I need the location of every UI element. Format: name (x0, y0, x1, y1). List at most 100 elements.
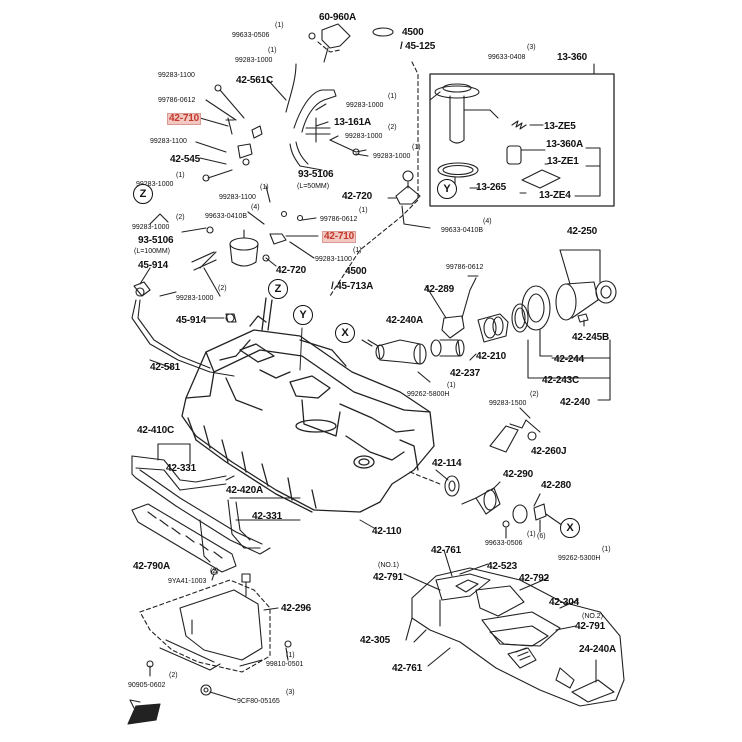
part-callout: 13-ZE5 (544, 121, 576, 132)
fastener-callout: (NO.1) (378, 562, 399, 569)
reference-marker-x: X (335, 323, 355, 343)
part-callout: 4500 (345, 266, 367, 277)
reference-marker-x: X (560, 518, 580, 538)
part-callout: 13-265 (476, 182, 506, 193)
fastener-callout: 99810-0501 (266, 661, 304, 668)
filler-pipe-assembly (361, 249, 617, 401)
part-callout: 42-280 (541, 480, 571, 491)
fastener-callout: (1) (602, 546, 611, 553)
part-callout: 42-237 (450, 368, 480, 379)
part-callout: 42-305 (360, 635, 390, 646)
fastener-callout: 99633-0506 (232, 32, 270, 39)
highlighted-part-callout: 42-710 (167, 113, 201, 125)
part-callout: 42-331 (166, 463, 196, 474)
fastener-callout: 99283-1000 (136, 181, 174, 188)
fastener-callout: 90905-0602 (128, 682, 166, 689)
fastener-callout: 99633-0408 (488, 54, 526, 61)
fastener-callout: (3) (527, 44, 536, 51)
check-valve-cluster (229, 185, 319, 267)
fastener-callout: 99283-1000 (373, 153, 411, 160)
part-callout: 45-914 (176, 315, 206, 326)
part-callout: 42-791 (373, 572, 403, 583)
fastener-callout: 99283-1000 (346, 102, 384, 109)
fastener-callout: (4) (251, 204, 260, 211)
fastener-callout: 99283-1100 (315, 256, 352, 263)
fastener-callout: 99262-5300H (558, 555, 601, 562)
fastener-callout: 99283-1100 (158, 72, 195, 79)
fastener-callout: 99786-0612 (158, 97, 196, 104)
part-callout: 42-720 (276, 265, 306, 276)
fastener-callout: 9YA41-1003 (168, 578, 207, 585)
part-callout: 42-331 (252, 511, 282, 522)
part-callout: / 45-713A (331, 281, 374, 292)
part-callout: 42-240 (560, 397, 590, 408)
fastener-callout: (6) (537, 533, 546, 540)
underbody-shields (403, 549, 625, 707)
part-callout: 13-161A (334, 117, 371, 128)
fastener-callout: 9CF80-05165 (237, 698, 280, 705)
fastener-callout: (1) (286, 652, 295, 659)
part-callout: 13-ZE4 (539, 190, 571, 201)
fastener-callout: (NO.2) (582, 613, 603, 620)
part-callout: 42-420A (226, 485, 263, 496)
reference-marker-z: Z (133, 184, 153, 204)
part-callout: 42-791 (575, 621, 605, 632)
part-callout: 42-240A (386, 315, 423, 326)
fastener-callout: 99283-1000 (235, 57, 273, 64)
fastener-callout: 99283-1000 (345, 133, 383, 140)
fastener-callout: 99633-0410B (441, 227, 484, 234)
part-callout: 42-523 (487, 561, 517, 572)
fastener-callout: 99262-5800H (407, 391, 450, 398)
fastener-callout: (1) (260, 184, 269, 191)
part-callout: / 45-125 (400, 41, 436, 52)
part-callout: 42-304 (549, 597, 579, 608)
part-callout: 24-240A (579, 644, 616, 655)
fastener-callout: (2) (218, 285, 227, 292)
part-callout: 42-260J (531, 446, 567, 457)
part-callout: 42-210 (476, 351, 506, 362)
part-callout: 42-243C (542, 375, 579, 386)
fastener-callout: 99283-1500 (489, 400, 527, 407)
part-callout: 42-545 (170, 154, 200, 165)
part-callout: 42-250 (567, 226, 597, 237)
fastener-callout: (1) (388, 93, 397, 100)
fastener-callout: (2) (210, 568, 219, 575)
fastener-callout: 99283-1100 (150, 138, 187, 145)
fastener-callout: (4) (483, 218, 492, 225)
tank-straps (131, 443, 301, 597)
part-callout: 42-761 (431, 545, 461, 556)
highlighted-part-callout: 42-710 (322, 231, 356, 243)
vent-hoses (195, 23, 394, 182)
fastener-callout: (2) (388, 124, 397, 131)
part-callout: 42-289 (424, 284, 454, 295)
fastener-callout: (2) (169, 672, 178, 679)
part-callout: 60-960A (319, 12, 356, 23)
fastener-callout: 99786-0612 (320, 216, 358, 223)
fastener-callout: 99633-0506 (485, 540, 523, 547)
front-arrow-icon (127, 699, 161, 725)
part-callout: 45-914 (138, 260, 168, 271)
part-callout: 42-244 (554, 354, 584, 365)
fastener-callout: (1) (176, 172, 185, 179)
part-callout: 42-290 (503, 469, 533, 480)
reference-marker-z: Z (268, 279, 288, 299)
fuel-pump-assembly-box (429, 63, 615, 207)
fastener-callout: (L=50MM) (297, 183, 330, 190)
fastener-callout: (2) (530, 391, 539, 398)
fastener-callout: 99283-1000 (132, 224, 170, 231)
fastener-callout: 99786-0612 (446, 264, 484, 271)
part-callout: 13-ZE1 (547, 156, 579, 167)
fastener-callout: (2) (176, 214, 185, 221)
fastener-callout: (L=100MM) (134, 248, 170, 255)
part-callout: 13-360A (546, 139, 583, 150)
part-callout: 42-245B (572, 332, 609, 343)
fastener-callout: 99283-1000 (176, 295, 214, 302)
filler-neck-top (387, 170, 431, 229)
heat-insulator-left (139, 579, 292, 701)
part-callout: 42-761 (392, 663, 422, 674)
part-callout: 42-792 (519, 573, 549, 584)
part-callout: 42-296 (281, 603, 311, 614)
fastener-callout: 99283-1100 (219, 194, 256, 201)
fastener-callout: 99633-0410B (205, 213, 248, 220)
